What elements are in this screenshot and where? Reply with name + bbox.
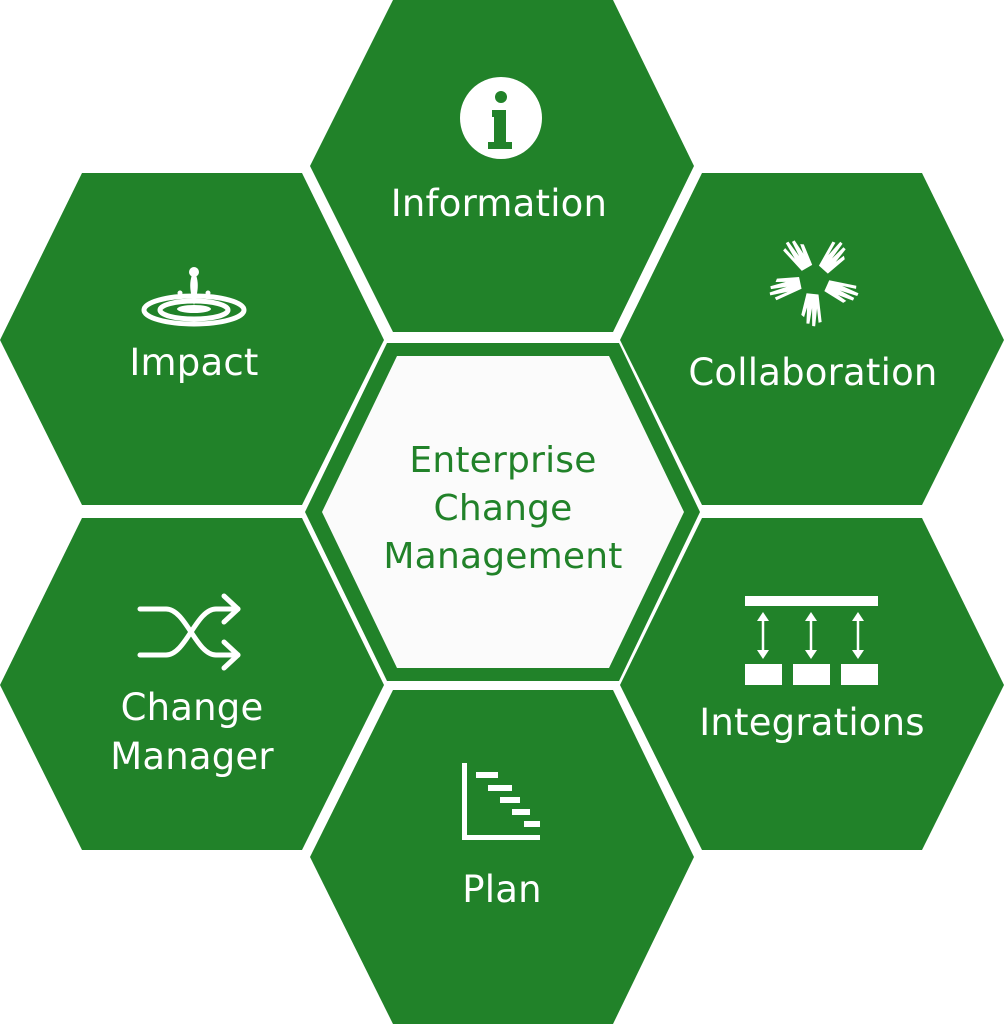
center-title-line-1: Enterprise <box>409 440 596 481</box>
hex-plan <box>310 690 694 1024</box>
hex-impact <box>0 173 384 505</box>
info-icon <box>460 77 542 159</box>
hex-collaboration <box>620 173 1004 505</box>
collaboration-label: Collaboration <box>688 351 937 394</box>
shuffle-arrows-icon <box>137 593 241 671</box>
integrations-icon <box>745 596 878 685</box>
integrations-label: Integrations <box>699 701 925 744</box>
center-title-line-2: Change <box>433 488 572 529</box>
water-ripple-icon <box>141 267 247 327</box>
impact-label: Impact <box>129 341 258 384</box>
hex-change-manager <box>0 518 384 850</box>
hex-center <box>322 356 684 668</box>
center-title-line-3: Management <box>383 536 622 577</box>
information-label: Information <box>391 182 607 225</box>
change-manager-label-line-1: Change <box>121 686 264 729</box>
change-manager-label-line-2: Manager <box>110 735 274 778</box>
hex-information <box>310 0 694 332</box>
plan-label: Plan <box>462 868 542 911</box>
hands-collaboration-icon <box>769 240 859 327</box>
center-title: Enterprise Change Management <box>383 440 622 577</box>
gantt-chart-icon <box>462 763 540 840</box>
